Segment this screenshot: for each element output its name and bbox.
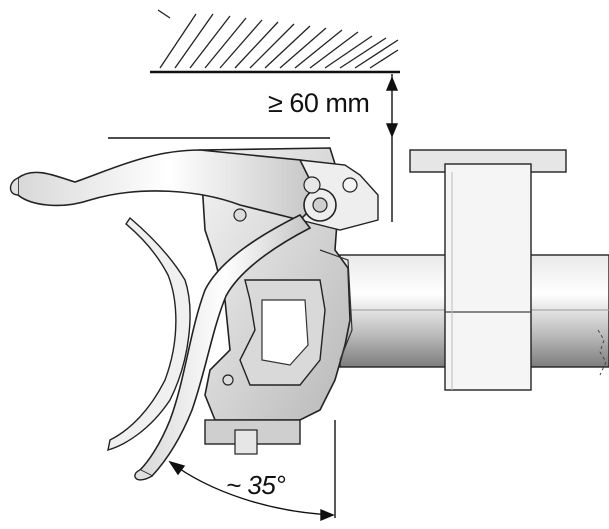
ceiling-obstruction: [150, 9, 400, 74]
angle-label: ~ 35°: [226, 470, 286, 500]
tube-clamp: [409, 149, 567, 391]
clearance-label: ≥ 60 mm: [268, 88, 370, 118]
release-lever-upper: [9, 149, 337, 222]
angle-dimension: [168, 420, 336, 522]
release-lever-lower: [107, 213, 312, 481]
clearance-dimension: [108, 74, 399, 222]
